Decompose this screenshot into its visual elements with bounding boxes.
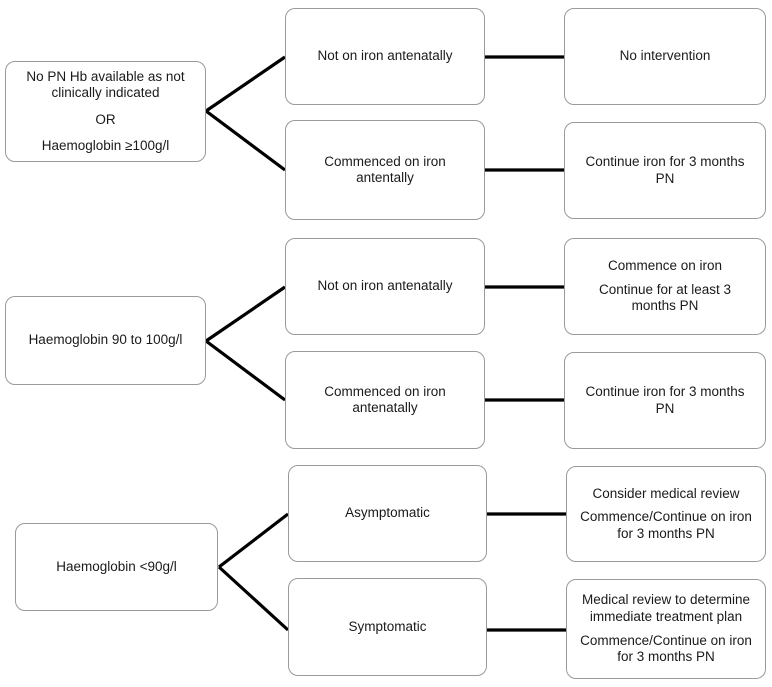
text-line: antenatally xyxy=(352,400,418,415)
condition-box-no-pn-hb-para-1: No PN Hb available as not clinically ind… xyxy=(14,69,197,102)
text-line: Symptomatic xyxy=(348,618,427,634)
text-line: Haemoglobin 90 to 100g/l xyxy=(28,332,183,348)
action-box-medical-review-immediate[interactable]: Medical review to determine immediate tr… xyxy=(566,579,766,679)
text-line: PN xyxy=(655,400,675,416)
text-line: Continue for at least 3 xyxy=(598,281,732,297)
branch-box-asymptomatic[interactable]: Asymptomatic xyxy=(288,465,487,562)
action-box-no-intervention[interactable]: No intervention xyxy=(564,8,766,105)
text-line: Not on iron antenatally xyxy=(317,48,453,64)
branch-text: Not on iron antenatally xyxy=(294,278,476,294)
connector-cond3-to-branch3b xyxy=(217,565,290,632)
condition-box-no-pn-hb[interactable]: No PN Hb available as not clinically ind… xyxy=(5,61,206,162)
text-line: immediate treatment plan xyxy=(589,608,743,624)
text-line: No intervention xyxy=(619,48,711,64)
text-line: Continue iron for 3 months xyxy=(585,384,745,400)
branch-text: Symptomatic xyxy=(297,619,478,635)
text-line: Commence/Continue on iron xyxy=(580,632,752,648)
text-line: Commenced on iron xyxy=(324,383,446,399)
text-line: Haemoglobin ≥100g/l xyxy=(41,137,170,153)
condition-box-haemoglobin-90-to-100[interactable]: Haemoglobin 90 to 100g/l xyxy=(5,296,206,385)
action-para-2: Continue for at least 3 months PN xyxy=(573,282,757,315)
action-para-2: Commence/Continue on iron for 3 months P… xyxy=(575,633,757,666)
condition-box-no-pn-hb-para-3: Haemoglobin ≥100g/l xyxy=(14,138,197,154)
action-box-continue-iron-3-months-group1[interactable]: Continue iron for 3 months PN xyxy=(564,122,766,219)
branch-box-commenced-on-iron-group2[interactable]: Commenced on iron antenatally xyxy=(285,351,485,449)
condition-text: Haemoglobin 90 to 100g/l xyxy=(14,332,197,348)
branch-text: Not on iron antenatally xyxy=(294,48,476,64)
branch-box-not-on-iron-antenatally-group1[interactable]: Not on iron antenatally xyxy=(285,8,485,105)
connector-cond2-to-branch2b xyxy=(205,339,286,402)
action-box-continue-iron-3-months-group2[interactable]: Continue iron for 3 months PN xyxy=(564,352,766,449)
action-para-1: Commence on iron xyxy=(573,258,757,274)
text-line: Haemoglobin <90g/l xyxy=(56,558,177,574)
text-line: months PN xyxy=(631,298,699,314)
action-box-commence-on-iron[interactable]: Commence on iron Continue for at least 3… xyxy=(564,238,766,335)
text-line: Not on iron antenatally xyxy=(317,278,453,294)
action-text: No intervention xyxy=(573,48,757,64)
action-text: Continue iron for 3 months PN xyxy=(573,154,757,187)
text-line: Asymptomatic xyxy=(345,505,430,521)
text-line: Medical review to determine xyxy=(581,592,751,608)
action-text: Continue iron for 3 months PN xyxy=(573,384,757,417)
text-line: No PN Hb available as not xyxy=(26,68,185,84)
text-line: Commenced on iron xyxy=(324,153,446,169)
text-line: Commence/Continue on iron xyxy=(580,509,752,525)
branch-text: Asymptomatic xyxy=(297,505,478,521)
text-line: OR xyxy=(95,111,116,127)
text-line: for 3 months PN xyxy=(617,525,715,541)
branch-box-not-on-iron-antenatally-group2[interactable]: Not on iron antenatally xyxy=(285,238,485,335)
branch-text: Commenced on iron antentally xyxy=(294,154,476,187)
action-para-2: Commence/Continue on iron for 3 months P… xyxy=(575,509,757,542)
text-line: clinically indicated xyxy=(51,85,160,101)
condition-box-no-pn-hb-para-2: OR xyxy=(14,112,197,128)
text-line: Continue iron for 3 months xyxy=(585,154,745,170)
condition-text: Haemoglobin <90g/l xyxy=(24,559,209,575)
condition-box-haemoglobin-under-90[interactable]: Haemoglobin <90g/l xyxy=(15,523,218,611)
action-para-1: Consider medical review xyxy=(575,486,757,502)
branch-box-commenced-on-iron-group1[interactable]: Commenced on iron antentally xyxy=(285,120,485,220)
text-line: Commence on iron xyxy=(607,258,723,274)
text-line: antentally xyxy=(356,170,414,185)
text-line: PN xyxy=(655,170,675,186)
branch-box-symptomatic[interactable]: Symptomatic xyxy=(288,578,487,676)
connector-cond2-to-branch2a xyxy=(205,285,286,343)
text-line: for 3 months PN xyxy=(617,649,715,665)
action-para-1: Medical review to determine immediate tr… xyxy=(575,592,757,625)
branch-text: Commenced on iron antenatally xyxy=(294,384,476,417)
connector-cond3-to-branch3a xyxy=(218,512,289,569)
action-box-consider-medical-review[interactable]: Consider medical review Commence/Continu… xyxy=(566,466,766,562)
connector-cond1-to-branch1b xyxy=(205,109,286,172)
connector-cond1-to-branch1a xyxy=(205,55,286,113)
text-line: Consider medical review xyxy=(592,485,740,501)
